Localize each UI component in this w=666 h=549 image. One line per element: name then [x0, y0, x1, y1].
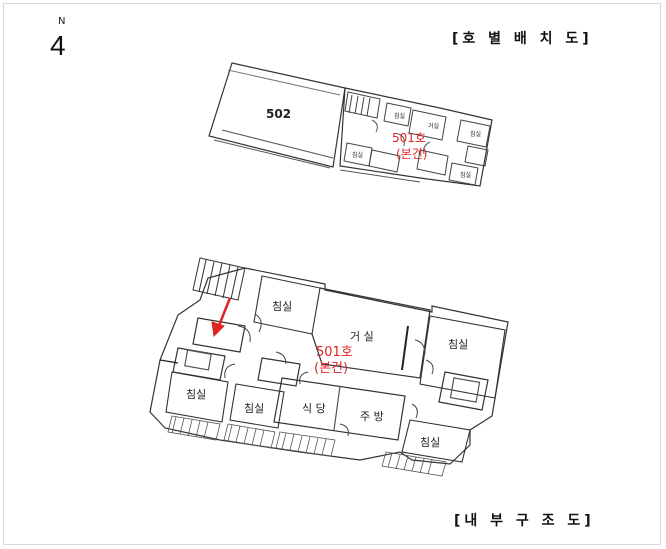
north-letter: N: [58, 16, 66, 27]
bath-middle: [257, 357, 301, 387]
dining-kitchen: [273, 377, 406, 441]
room-box: [383, 102, 412, 127]
dining-label: 식 당: [302, 402, 326, 415]
top-room-label: 침실: [352, 151, 363, 159]
bedroom-label: 침실: [186, 388, 206, 401]
balcony-hatch: [167, 415, 447, 477]
top-unit-501-label: 501호: [392, 131, 426, 145]
bedroom-2: [419, 315, 506, 399]
top-room-label: 침실: [394, 112, 405, 120]
unit-501-note: (본건): [314, 361, 348, 376]
room-box: [416, 149, 449, 176]
unit-502-label: 502: [266, 107, 291, 121]
room-box: [448, 162, 479, 186]
interior-title: [내 부 구 조 도]: [454, 513, 595, 529]
layout-title: [호 별 배 치 도]: [452, 31, 593, 47]
top-room-label: 침실: [460, 171, 471, 179]
red-arrow-icon: [211, 297, 232, 338]
unit-501-label: 501호: [316, 345, 353, 360]
stair: [192, 257, 246, 301]
room-box: [368, 149, 401, 173]
bath-right: [438, 371, 489, 411]
north-number: 4: [50, 30, 66, 61]
living-room: [311, 287, 431, 379]
kitchen-label: 주 방: [360, 410, 384, 423]
doors: [224, 313, 434, 437]
room-box: [464, 145, 489, 167]
bedroom-label: 침실: [448, 338, 468, 351]
top-unit-501-note: (본건): [396, 147, 427, 161]
bedroom-label: 침실: [272, 300, 292, 313]
entrance: [192, 317, 246, 353]
top-floor-plan: [208, 62, 493, 187]
bedroom-5: [229, 383, 285, 429]
bedroom-label: 침실: [420, 436, 440, 449]
top-stair: [344, 91, 381, 119]
unit-outline: [149, 267, 509, 465]
bath-left: [172, 347, 226, 381]
top-room-label: 거실: [428, 122, 439, 130]
top-room-label: 침실: [470, 130, 481, 138]
room-box: [408, 109, 447, 141]
bedroom-3: [401, 419, 471, 463]
living-label: 거 실: [350, 330, 374, 343]
bottom-floor-plan: [149, 257, 509, 477]
unit-501-outline: [339, 87, 493, 187]
unit-502-outline: [208, 62, 346, 168]
room-box: [456, 119, 491, 148]
bedroom-label: 침실: [244, 402, 264, 415]
